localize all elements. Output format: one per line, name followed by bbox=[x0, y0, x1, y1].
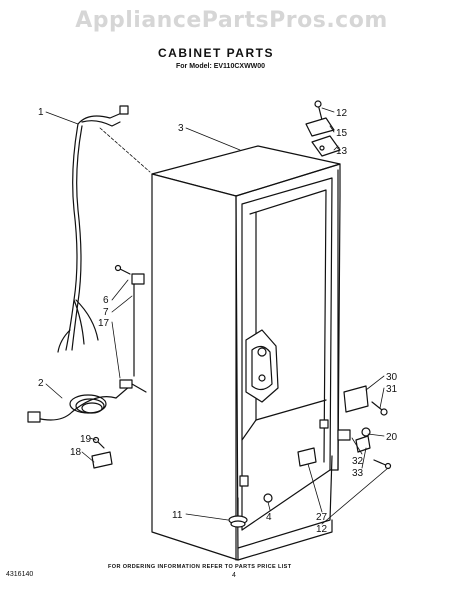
leader-lines bbox=[45, 107, 389, 525]
callout-15: 15 bbox=[336, 128, 348, 139]
ordering-note: FOR ORDERING INFORMATION REFER TO PARTS … bbox=[108, 564, 292, 570]
callout-18: 18 bbox=[70, 447, 82, 458]
callout-32: 32 bbox=[352, 456, 364, 467]
callout-7: 7 bbox=[103, 307, 109, 318]
roller-assembly bbox=[337, 427, 392, 470]
plug-button bbox=[263, 493, 273, 503]
callout-20: 20 bbox=[386, 432, 398, 443]
page-title: CABINET PARTS bbox=[158, 46, 274, 60]
watermark: AppliancePartsPros.com bbox=[75, 8, 388, 33]
clamp-screw bbox=[114, 264, 145, 377]
callout-1: 1 bbox=[38, 107, 44, 118]
callout-12-bottom: 12 bbox=[316, 524, 328, 535]
callout-27: 27 bbox=[316, 512, 328, 523]
callout-17: 17 bbox=[98, 318, 110, 329]
top-hinge-hardware bbox=[305, 100, 341, 157]
callout-4: 4 bbox=[266, 512, 272, 523]
callout-2: 2 bbox=[38, 378, 44, 389]
callout-12-top: 12 bbox=[336, 108, 348, 119]
wire-harness bbox=[57, 105, 129, 353]
connector bbox=[119, 379, 147, 393]
callout-19: 19 bbox=[80, 434, 92, 445]
callout-6: 6 bbox=[103, 295, 109, 306]
document-number: 4316140 bbox=[6, 571, 34, 578]
power-cord bbox=[27, 385, 131, 423]
bracket-18 bbox=[91, 436, 113, 469]
page-number: 4 bbox=[232, 572, 236, 579]
callout-30: 30 bbox=[386, 372, 398, 383]
leveling-leg bbox=[228, 497, 248, 528]
callout-11: 11 bbox=[172, 510, 183, 521]
bracket-27 bbox=[297, 447, 317, 467]
model-line: For Model: EV110CXWW00 bbox=[176, 63, 266, 70]
callout-33: 33 bbox=[352, 468, 364, 479]
callout-31: 31 bbox=[386, 384, 398, 395]
leveling-bracket bbox=[343, 385, 388, 416]
callout-13: 13 bbox=[336, 146, 348, 157]
cabinet-body bbox=[151, 145, 341, 561]
callout-3: 3 bbox=[178, 123, 184, 134]
